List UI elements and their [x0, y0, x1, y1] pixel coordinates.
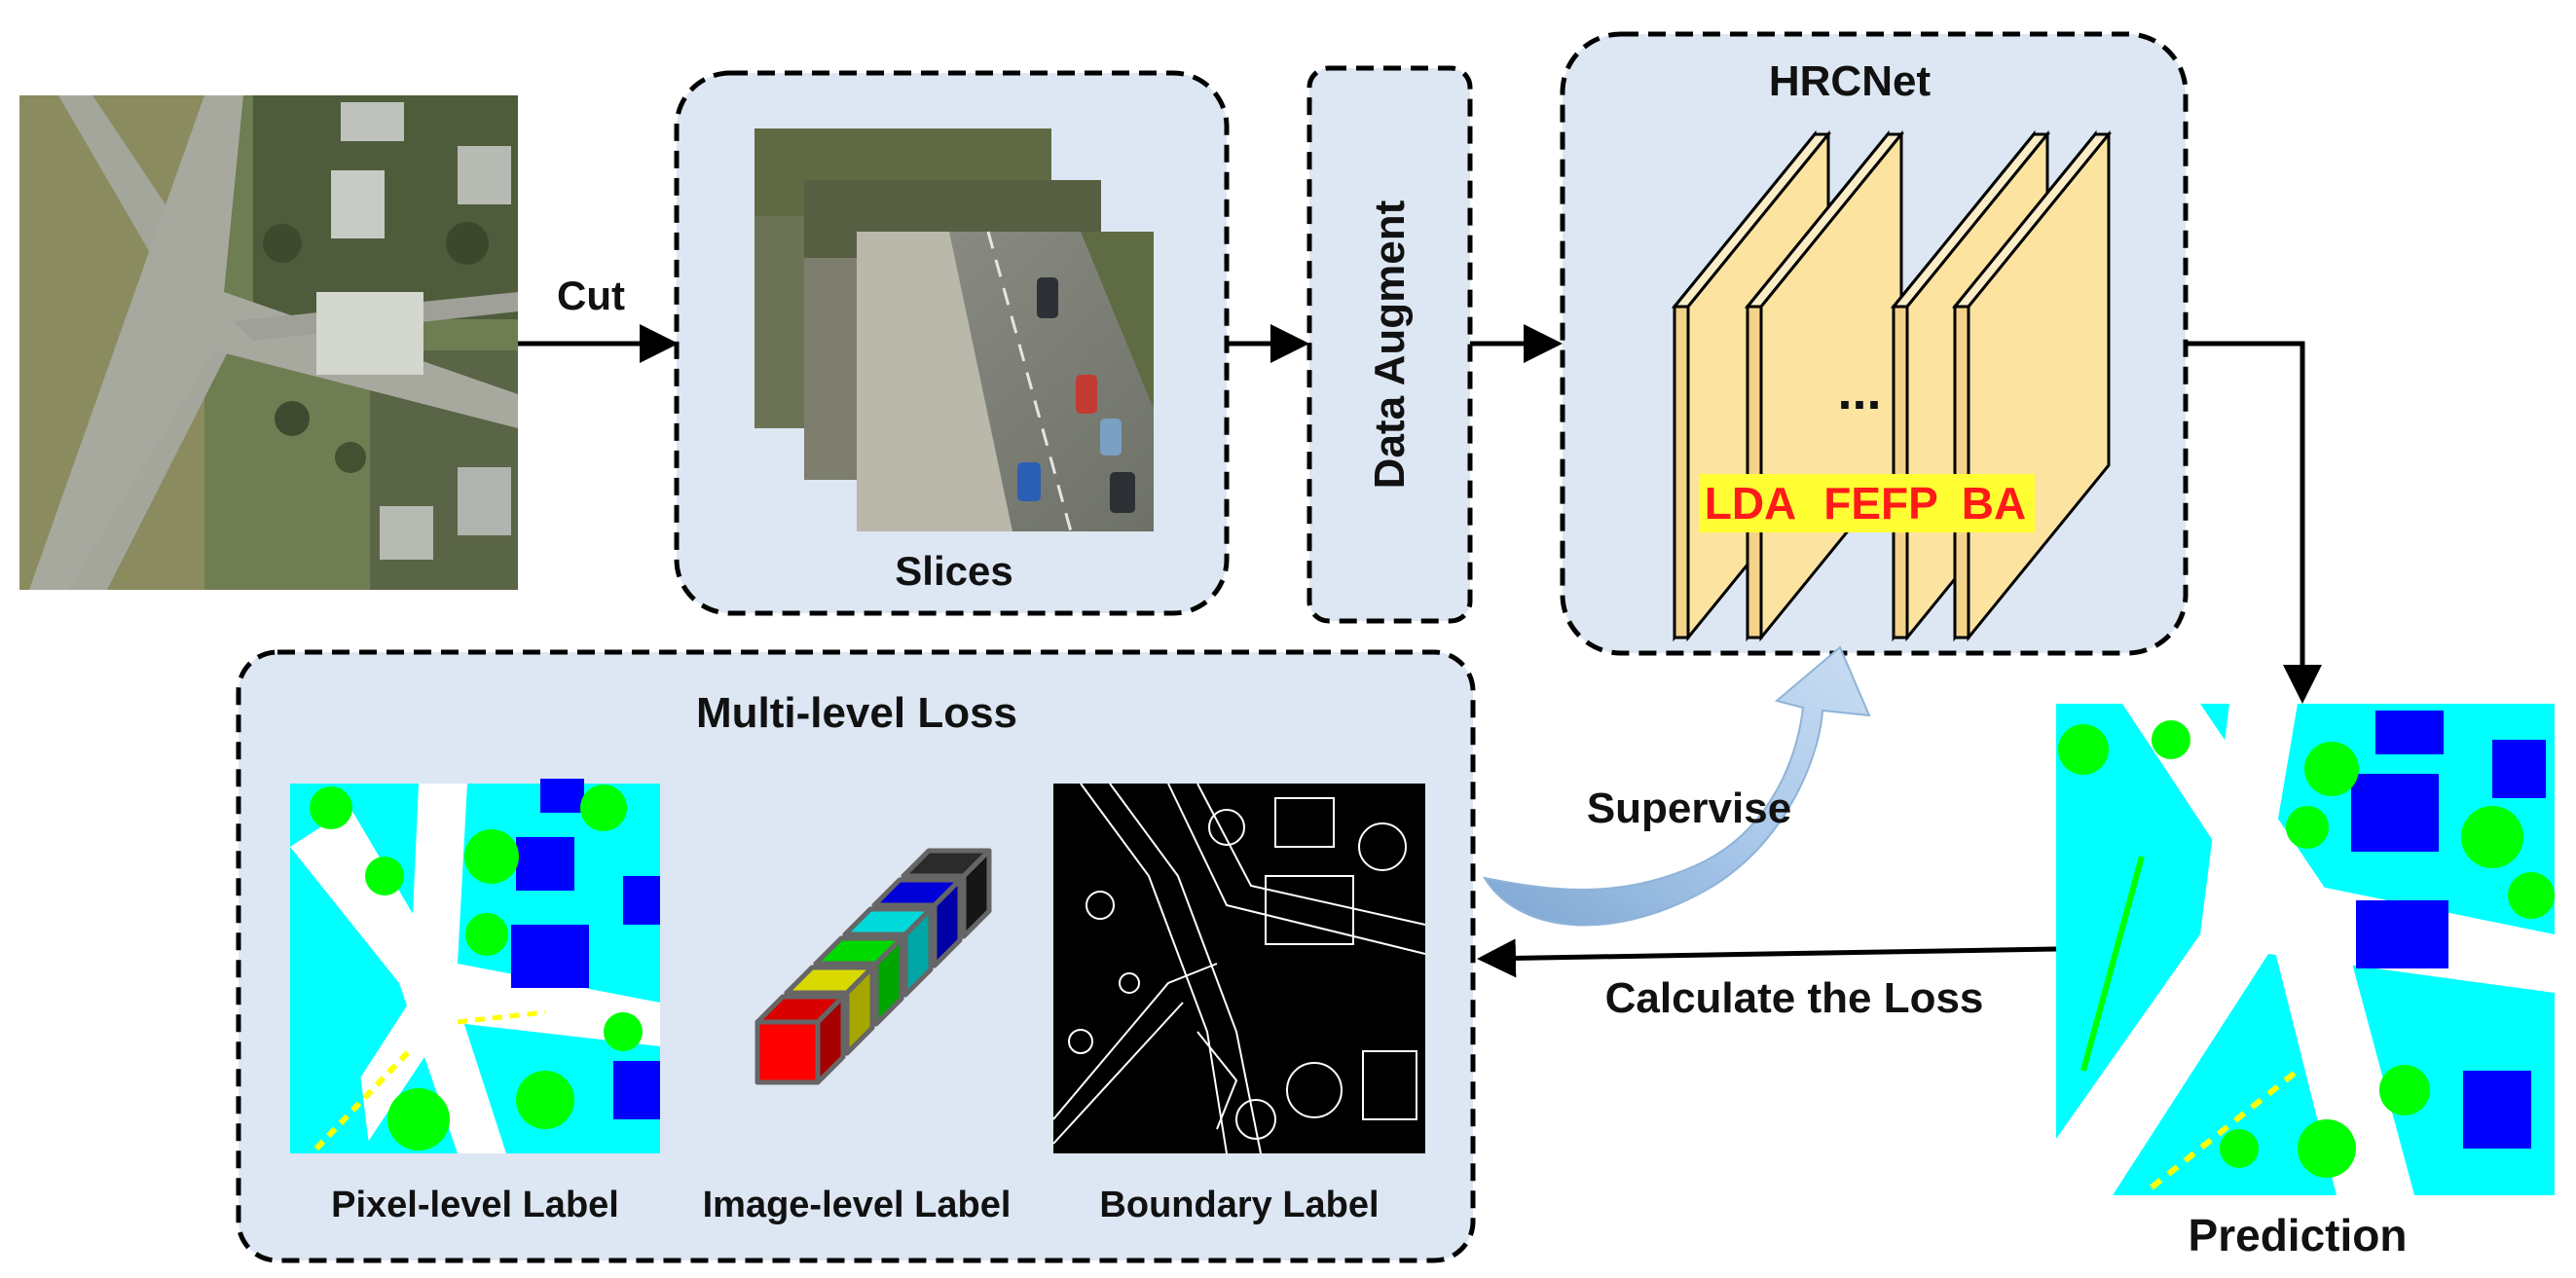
- pixel-level-label-image: [290, 779, 660, 1153]
- image-level-label-caption: Image-level Label: [703, 1185, 1012, 1225]
- class-cube: [754, 994, 846, 1085]
- pixel-level-label-caption: Pixel-level Label: [331, 1185, 619, 1225]
- supervise-label: Supervise: [1587, 785, 1791, 832]
- aerial-input-image: [19, 95, 518, 590]
- lda-label: LDA: [1705, 478, 1797, 529]
- supervise-arrow: [1482, 645, 1871, 927]
- hrcnet-to-prediction-arrow: [2186, 341, 2322, 704]
- data-augment-label: Data Augment: [1366, 200, 1414, 489]
- boundary-label-caption: Boundary Label: [1099, 1185, 1379, 1225]
- multi-level-loss-title: Multi-level Loss: [696, 689, 1017, 737]
- image-level-label-cubes: [754, 848, 992, 1085]
- slices-label: Slices: [895, 548, 1012, 594]
- slice-stack: [754, 128, 1154, 532]
- prediction-map: [2056, 704, 2555, 1195]
- layers-ellipsis: ...: [1837, 362, 1881, 420]
- fefp-label: FEFP: [1823, 478, 1938, 529]
- prediction-label: Prediction: [2189, 1210, 2408, 1260]
- hrcnet-title: HRCNet: [1769, 57, 1932, 105]
- ba-label: BA: [1962, 478, 2026, 529]
- cut-label: Cut: [557, 273, 625, 318]
- boundary-label-image: [1052, 783, 1426, 1154]
- module-highlight-band: [1699, 474, 2035, 532]
- calculate-loss-arrow: [1477, 938, 2057, 978]
- calculate-loss-label: Calculate the Loss: [1605, 974, 1984, 1022]
